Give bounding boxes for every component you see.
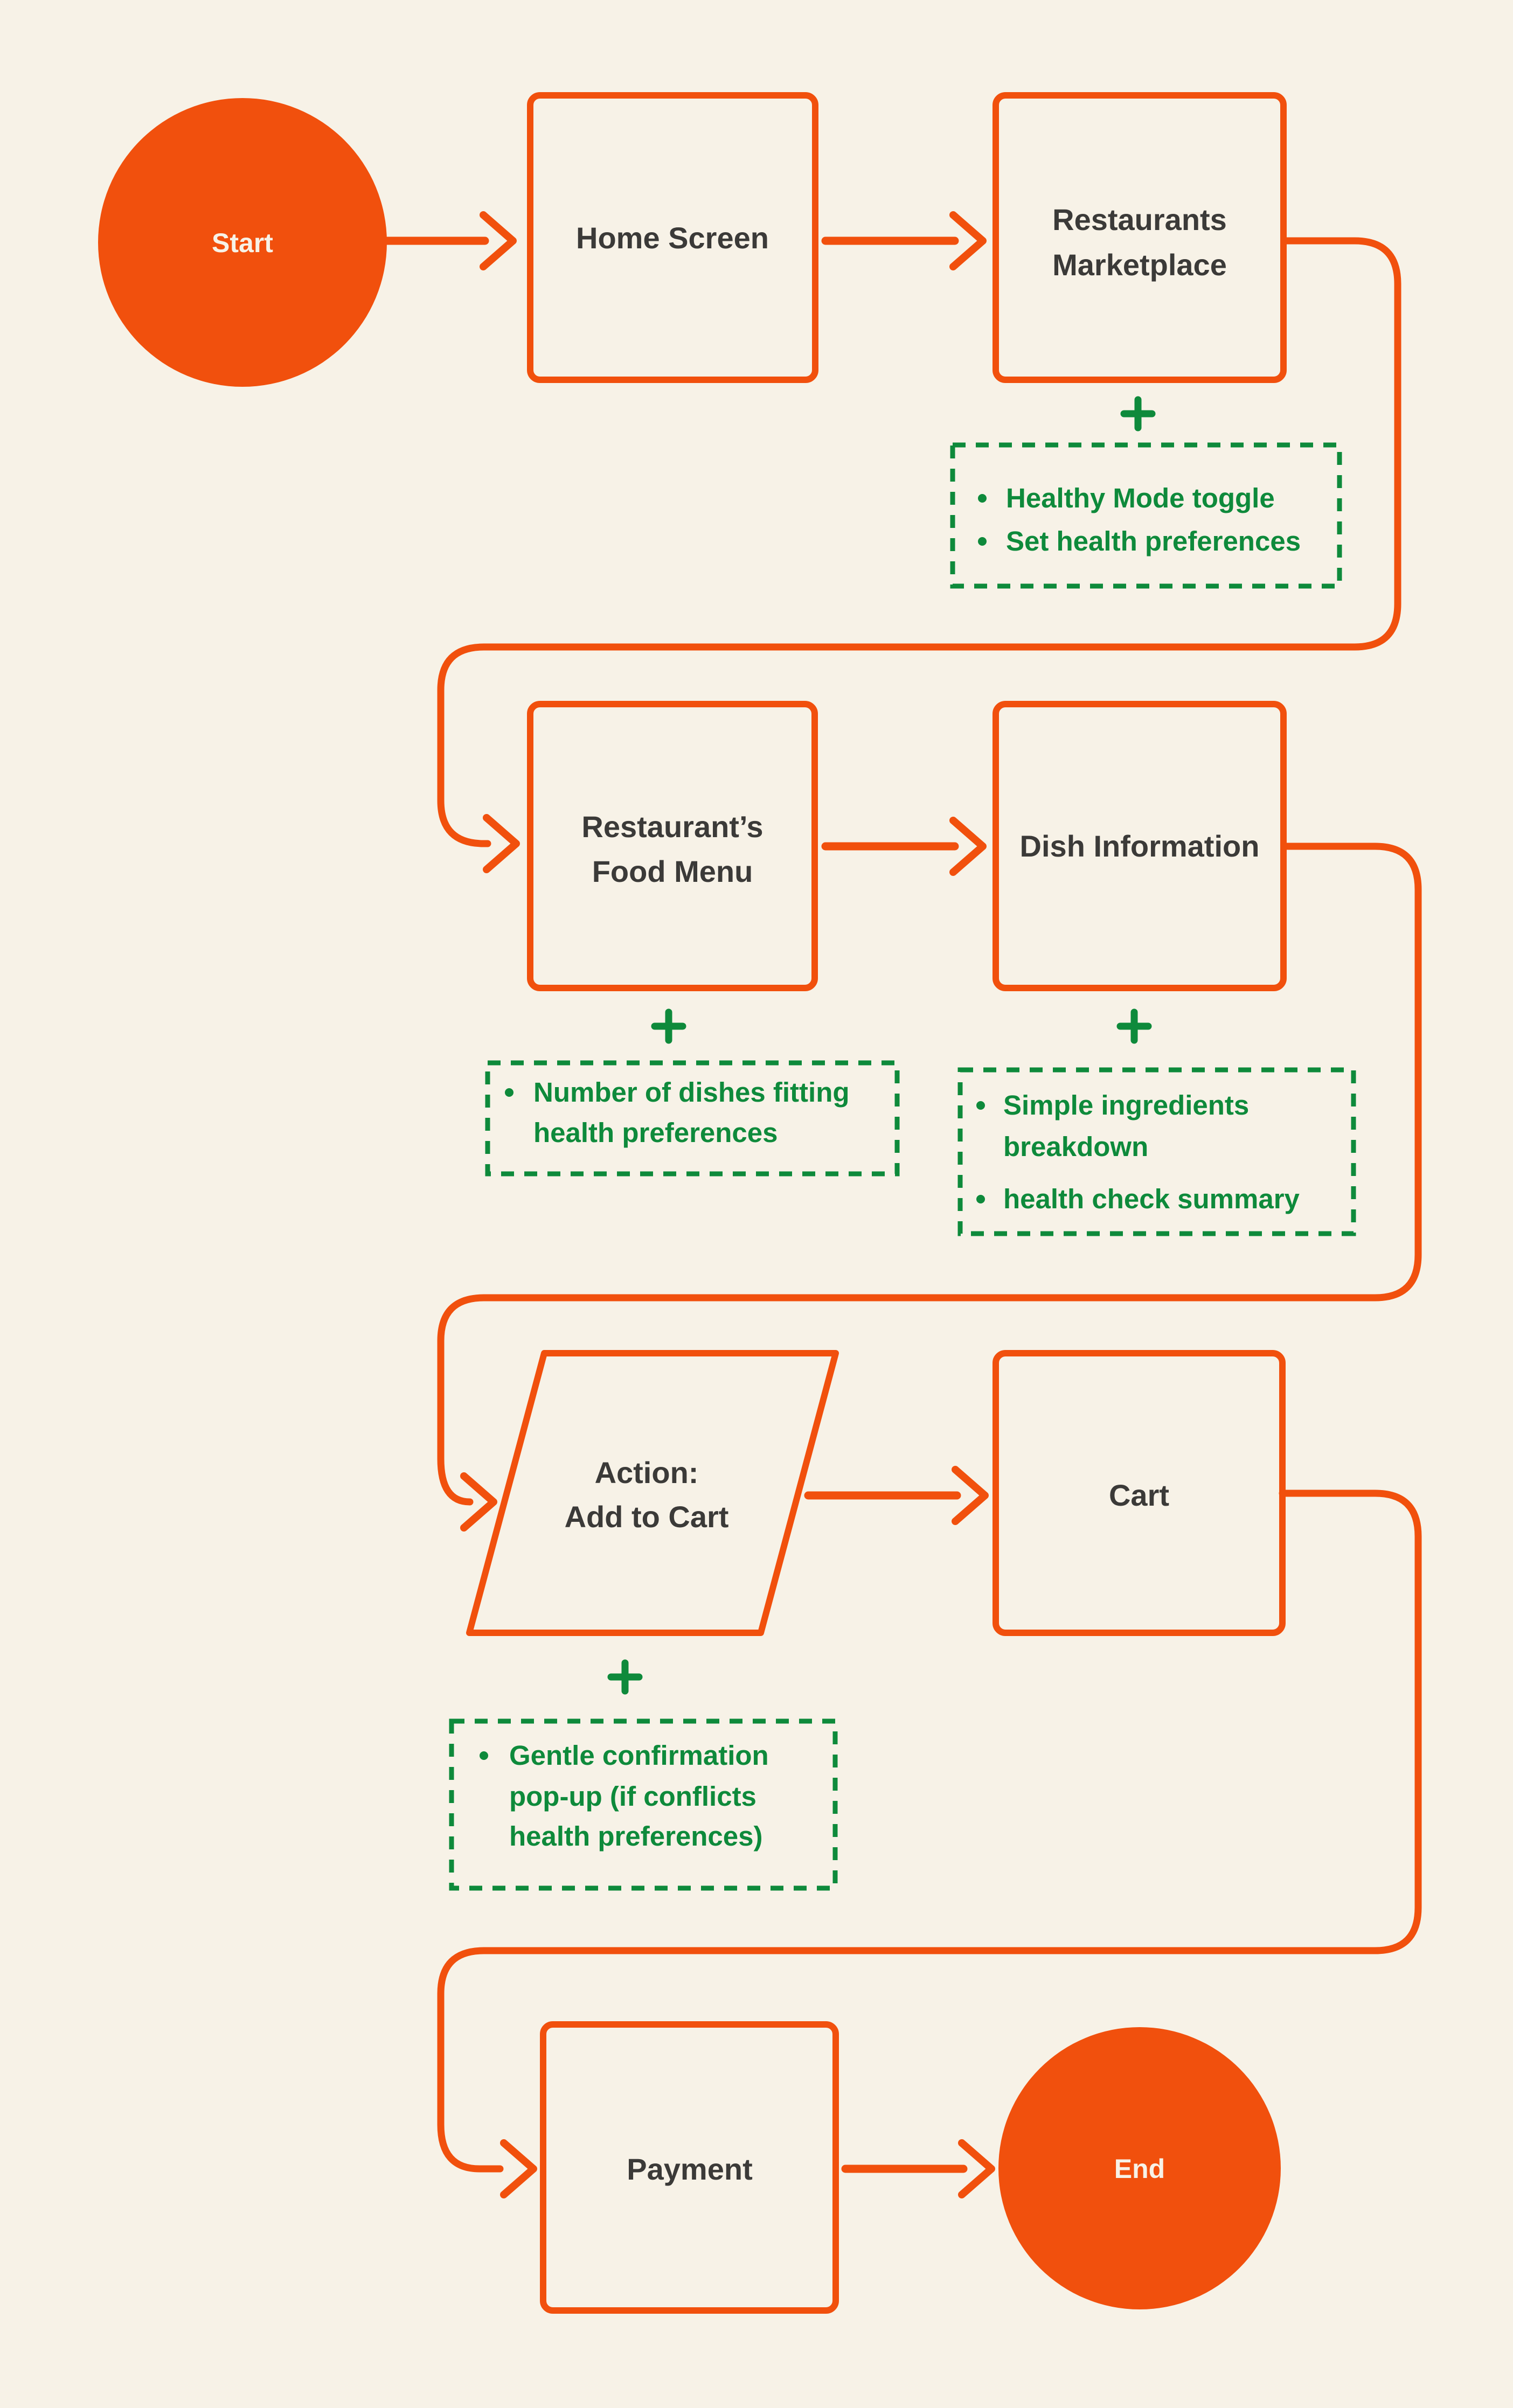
home-screen-label: Home Screen [576,221,769,255]
node-restaurants-food-menu: Restaurant’s Food Menu [527,701,818,991]
note-line: health check summary [1003,1184,1300,1214]
arrow-head-icon [480,211,517,270]
connector-dish-info-to-action [437,843,1422,1532]
end-label: End [1114,2154,1165,2184]
dish-information-label: Dish Information [1020,829,1260,863]
arrow-action-to-cart [804,1466,989,1525]
connector-cart-to-payment [437,1490,1422,2198]
bullet-dot [976,1195,985,1203]
bullet-dot [976,1101,985,1110]
note-line: Simple ingredients [1003,1090,1249,1121]
annotation-menu-features: Number of dishes fitting health preferen… [485,1008,900,1177]
note-line: Healthy Mode toggle [1006,483,1275,513]
restaurants-food-menu-label-line2: Food Menu [592,854,753,888]
plus-icon [651,1008,686,1044]
annotation-dish-features: Simple ingredients breakdown health chec… [957,1008,1356,1236]
arrow-head-icon [949,211,987,270]
action-label-line1: Action: [595,1456,699,1490]
connector-path [437,1490,1422,2173]
restaurants-marketplace-label-line1: Restaurants [1052,203,1227,236]
restaurants-food-menu-shape [527,701,818,991]
plus-icon [1116,1008,1152,1044]
connector-marketplace-to-food-menu [437,237,1401,873]
arrow-head-icon [460,1472,497,1532]
arrow-start-to-home [383,211,517,270]
arrow-head-icon [949,817,987,876]
plus-icon [1120,396,1156,432]
arrow-head-icon [952,1466,989,1525]
connector-path [437,843,1422,1506]
note-line: Gentle confirmation [509,1740,769,1771]
arrow-menu-to-dish [821,817,987,876]
action-label-line2: Add to Cart [565,1500,729,1534]
annotation-marketplace-features: Healthy Mode toggle Set health preferenc… [950,396,1342,589]
start-terminal-shape [98,98,387,387]
node-dish-information: Dish Information [993,701,1287,991]
node-action-add-to-cart: Action: Add to Cart [466,1350,839,1636]
note-box [485,1060,900,1177]
cart-shape [993,1350,1286,1636]
arrow-head-icon [500,2139,537,2198]
annotation-action-features: Gentle confirmation pop-up (if conflicts… [449,1659,838,1891]
note-line: health preferences) [509,1821,763,1852]
plus-icon [607,1659,643,1695]
payment-label: Payment [627,2152,752,2186]
note-line: Set health preferences [1006,526,1301,556]
connector-path [437,237,1401,847]
arrow-head-icon [483,814,520,873]
restaurants-food-menu-label-line1: Restaurant’s [581,810,763,844]
cart-label: Cart [1109,1478,1169,1512]
note-line: breakdown [1003,1131,1148,1162]
restaurants-marketplace-shape [993,92,1287,383]
dish-information-shape [993,701,1287,991]
bullet-dot [978,537,987,546]
bullet-dot [505,1088,513,1097]
arrow-payment-to-end [841,2139,995,2198]
arrow-home-to-marketplace [821,211,987,270]
node-payment: Payment [540,2021,839,2314]
node-restaurants-marketplace: Restaurants Marketplace [993,92,1287,383]
note-line: Number of dishes fitting [533,1077,850,1108]
bullet-dot [480,1751,488,1760]
end-terminal-shape [998,2027,1281,2309]
node-cart: Cart [993,1350,1286,1636]
node-end: End [998,2027,1281,2309]
bullet-dot [978,494,987,503]
note-box [950,442,1342,589]
home-screen-shape [527,92,818,383]
node-start: Start [98,98,387,387]
note-line: pop-up (if conflicts [509,1781,756,1812]
note-box [449,1718,838,1891]
payment-shape [540,2021,839,2314]
note-line: health preferences [533,1117,778,1148]
start-label: Start [212,228,273,258]
restaurants-marketplace-label-line2: Marketplace [1052,248,1227,282]
action-add-to-cart-shape [466,1350,839,1636]
node-home-screen: Home Screen [527,92,818,383]
note-box [957,1067,1356,1236]
arrow-head-icon [958,2139,995,2198]
